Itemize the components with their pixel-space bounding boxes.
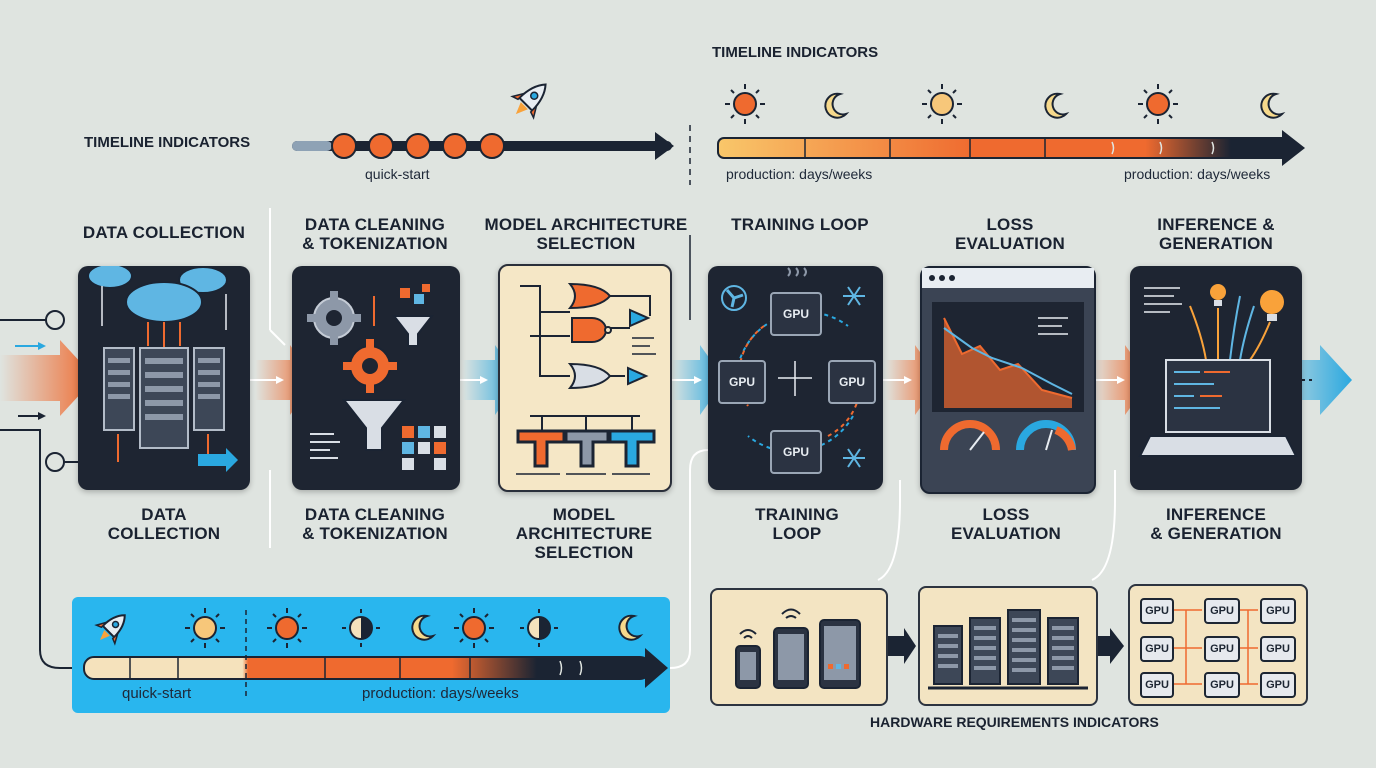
input-arrow (0, 340, 95, 416)
gpu-chip: GPU (770, 430, 822, 474)
rocket-icon-bottom (94, 614, 126, 646)
hardware-servers-box (918, 586, 1098, 706)
wifi-icon (739, 608, 801, 639)
gauge-icon (1016, 420, 1076, 451)
stage-label-bottom: DATA COLLECTION (107, 505, 221, 543)
logic-gate-icon (567, 282, 612, 310)
rocket-icon (510, 83, 547, 120)
bottom-production-caption: production: days/weeks (362, 685, 519, 702)
stage-label-top: MODEL ARCHITECTURE SELECTION (484, 215, 688, 253)
tablet-icon (773, 627, 809, 689)
logic-gate-icon (571, 317, 612, 343)
gauge-icon (940, 420, 1000, 451)
gpu-chip: GPU (718, 360, 766, 404)
stage-label-top: DATA COLLECTION (82, 223, 246, 242)
quickstart-caption: quick-start (365, 166, 430, 182)
gpu-chip: GPU (1204, 598, 1240, 624)
timeline-title-right: TIMELINE INDICATORS (712, 44, 879, 61)
gear-icon (343, 339, 397, 393)
timeline-quickstart-top (292, 132, 674, 160)
inference-panel (1130, 266, 1302, 490)
training-loop-panel: GPU GPU GPU GPU (708, 266, 883, 490)
lightbulb-icon (1260, 290, 1284, 321)
stage-label-top: LOSS EVALUATION (955, 215, 1065, 253)
production-caption-right: production: days/weeks (1124, 166, 1271, 182)
hardware-title: HARDWARE REQUIREMENTS INDICATORS (870, 714, 1159, 730)
gpu-chip: GPU (828, 360, 876, 404)
stage-label-bottom: INFERENCE & GENERATION (1150, 505, 1282, 543)
logic-gate-icon (567, 362, 612, 390)
stage-label-bottom: TRAINING LOOP (755, 505, 839, 543)
stage-label-top: DATA CLEANING & TOKENIZATION (302, 215, 448, 253)
phone-icon (735, 645, 761, 689)
loss-evaluation-panel (920, 266, 1096, 494)
stage-label-bottom: MODEL ARCHITECTURE SELECTION (515, 505, 653, 562)
production-caption-left: production: days/weeks (726, 166, 873, 182)
timeline-production-top (717, 130, 1305, 166)
lightbulb-icon (1210, 284, 1226, 306)
timeline-title-left: TIMELINE INDICATORS (84, 134, 251, 151)
gpu-chip: GPU (1204, 636, 1240, 662)
gpu-chip: GPU (770, 292, 822, 336)
gpu-chip: GPU (1140, 636, 1174, 662)
hardware-mobile-box (710, 588, 888, 706)
gear-icon (307, 291, 361, 345)
timeline-bottom (83, 610, 668, 700)
stage-label-bottom: DATA CLEANING & TOKENIZATION (302, 505, 448, 543)
fan-icon (721, 285, 747, 311)
snowflake-icon (843, 448, 865, 468)
gpu-chip: GPU (1260, 598, 1296, 624)
gpu-chip: GPU (1260, 672, 1296, 698)
funnel-icon (341, 399, 407, 451)
stage-label-bottom: LOSS EVALUATION (951, 505, 1061, 543)
gpu-chip: GPU (1140, 598, 1174, 624)
server-rack-icon (139, 347, 189, 449)
bottom-quickstart-caption: quick-start (122, 685, 192, 702)
funnel-icon (391, 315, 435, 347)
input-node (45, 310, 65, 330)
stage-label-top: INFERENCE & GENERATION (1157, 215, 1275, 253)
model-architecture-panel (498, 264, 672, 492)
data-cleaning-panel (292, 266, 460, 490)
gpu-chip: GPU (1204, 672, 1240, 698)
laptop-icon (1138, 359, 1298, 457)
gpu-chip: GPU (1260, 636, 1296, 662)
tablet-icon (819, 619, 861, 689)
snowflake-icon (843, 286, 865, 306)
loss-curve (943, 317, 1073, 408)
cloud-icon (87, 266, 228, 323)
data-collection-panel (78, 266, 250, 490)
gpu-chip: GPU (1140, 672, 1174, 698)
stage-label-top: TRAINING LOOP (731, 215, 869, 234)
hardware-gpu-cluster-box: GPU GPU GPU GPU GPU GPU GPU GPU GPU (1128, 584, 1308, 706)
